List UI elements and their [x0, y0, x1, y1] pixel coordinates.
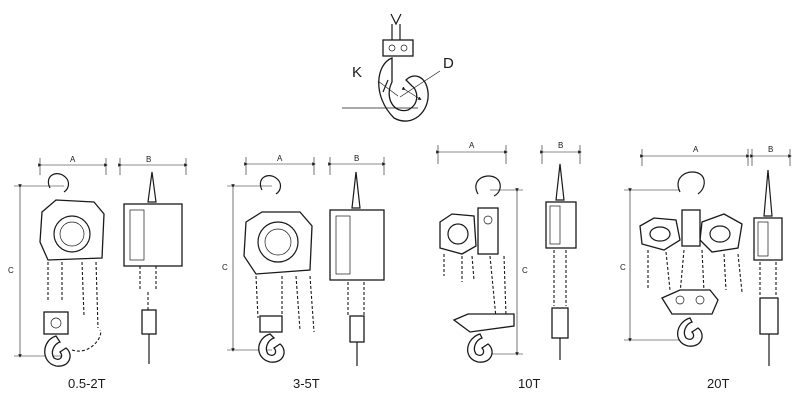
hook-label-k: K: [352, 64, 362, 81]
dim-a-label: A: [277, 154, 283, 163]
model-caption: 0.5-2T: [68, 376, 106, 391]
hoist-20t: [624, 149, 792, 366]
dim-c-label: C: [8, 266, 14, 275]
hook-label-d: D: [443, 55, 454, 72]
dim-b-label: B: [768, 145, 773, 154]
dim-a-label: A: [693, 145, 699, 154]
dim-c-label: C: [222, 263, 228, 272]
model-caption: 10T: [518, 376, 540, 391]
hoist-3-5t: [227, 157, 386, 366]
dim-a-label: A: [469, 141, 475, 150]
model-caption: 3-5T: [293, 376, 320, 391]
hoist-0.5-2t: [14, 158, 188, 367]
dim-c-label: C: [522, 266, 528, 275]
dim-b-label: B: [146, 155, 151, 164]
dim-b-label: B: [354, 154, 359, 163]
dim-c-label: C: [620, 263, 626, 272]
dim-b-label: B: [558, 141, 563, 150]
dim-a-label: A: [70, 155, 76, 164]
hoist-10t: [436, 145, 582, 363]
model-caption: 20T: [707, 376, 729, 391]
hook-detail: [342, 13, 441, 122]
